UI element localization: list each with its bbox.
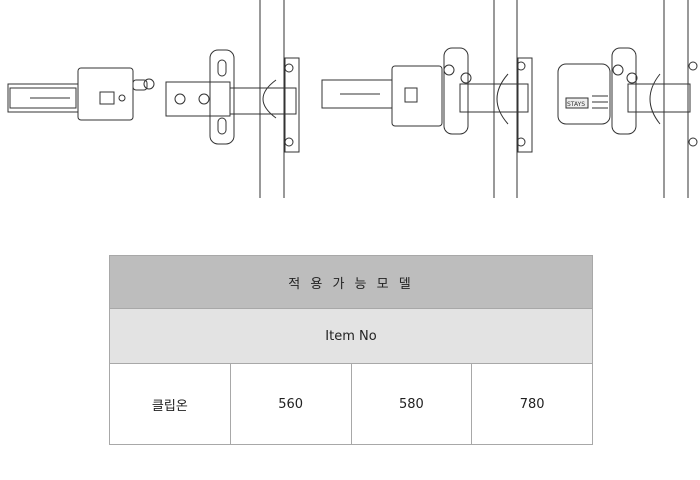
cabinet-panel-lines (259, 0, 689, 198)
model-cell: 560 (229, 363, 352, 445)
hinge-assembly-3: STAYS (557, 47, 698, 147)
row-label-cell: 클립온 (109, 363, 231, 445)
model-cell: 780 (471, 363, 593, 445)
stamp-label: STAYS (567, 101, 585, 108)
compatible-models-table: 적 용 가 능 모 델 Item No 클립온 560 580 780 (109, 255, 593, 445)
model-cell: 580 (350, 363, 473, 445)
table-row: 클립온 560 580 780 (109, 363, 593, 445)
table-subtitle-row: Item No (109, 308, 593, 364)
table-title-row: 적 용 가 능 모 델 (109, 255, 593, 309)
item-no-header: Item No (109, 308, 593, 364)
hinge-assembly-illustration-icon: STAYS (7, 0, 698, 198)
table-title: 적 용 가 능 모 델 (109, 255, 593, 309)
hinge-assembly-2 (321, 47, 533, 153)
damper-unit-detached (7, 67, 155, 121)
hinge-base-1 (165, 49, 300, 153)
